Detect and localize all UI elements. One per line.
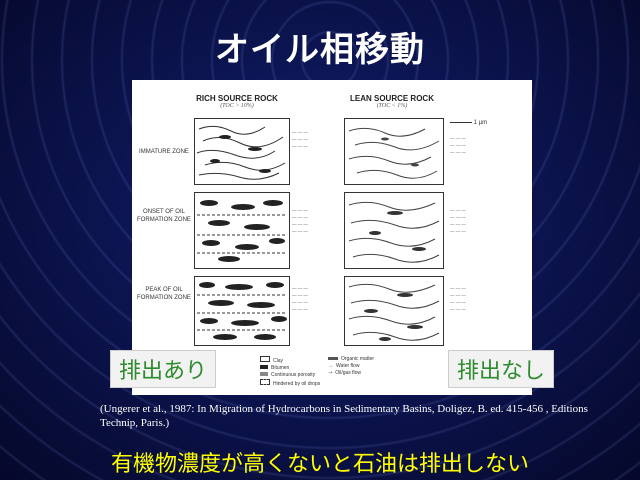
legend-bitumen: Bitumen [260,365,340,372]
legend-label: Bitumen [271,365,290,371]
citation-text: (Ungerer et al., 1987: In Migration of H… [100,403,588,429]
notes-rich-immature: — — —— — —— — — [292,131,308,150]
sketch-rich-immature [196,125,286,180]
legend-oil: ⇢Oil/gas flow [328,370,408,377]
sketch-rich-peak [197,282,287,340]
sketch-rich-onset [197,200,285,262]
legend-swatch [260,356,270,362]
zone-label-onset: ONSET OF OIL FORMATION ZONE [137,209,191,223]
label-expulsion-no: 排出なし [448,350,555,388]
sketch-lean-immature [348,127,440,179]
scale-line [450,121,472,123]
column-subheading-lean: (TOC < 1%) [376,103,408,109]
legend-water: →Water flow [328,363,408,370]
legend-label: Water flow [336,363,360,369]
legend-left: Clay Bitumen Continuous porosity Hindere… [260,356,340,388]
legend-label: Clay [273,358,284,364]
zone-label-peak: PEAK OF OIL FORMATION ZONE [137,287,191,301]
scale-label: 1 µm [473,120,488,126]
legend-swatch [328,357,338,360]
notes-lean-onset: — — —— — —— — —— — — [450,209,466,235]
legend-right: Organic matter →Water flow ⇢Oil/gas flow [328,356,408,377]
panel-lean-onset [344,192,444,269]
column-subheading-rich: (TOC > 10%) [220,103,254,109]
sketch-lean-peak [348,283,440,341]
slide-title: オイル相移動 [215,30,425,70]
panel-lean-peak [344,276,444,346]
legend-organic: Organic matter [328,356,408,363]
legend-label: Organic matter [341,356,375,362]
scale-bar: 1 µm [450,120,490,127]
column-heading-lean: LEAN SOURCE ROCK [349,94,434,103]
notes-rich-peak: — — —— — —— — —— — — [292,287,308,313]
panel-rich-onset [194,192,290,269]
legend-label: Oil/gas flow [335,370,362,376]
panel-lean-immature [344,118,444,185]
notes-lean-immature: — — —— — —— — — [450,137,466,156]
column-heading-rich: RICH SOURCE ROCK [196,94,278,103]
migration-figure: RICH SOURCE ROCK (TOC > 10%) LEAN SOURCE… [132,80,532,395]
sketch-lean-onset [348,201,440,263]
label-expulsion-yes: 排出あり [110,350,217,388]
zone-label-immature: IMMATURE ZONE [139,149,189,155]
legend-porosity: Continuous porosity [260,372,340,379]
panel-rich-immature [194,118,290,185]
legend-swatch [260,372,268,376]
arrow-icon: ⇢ [328,370,333,376]
legend-swatch [260,365,268,369]
notes-lean-peak: — — —— — —— — —— — — [450,287,466,313]
conclusion-text: 有機物濃度が高くないと石油は排出しない [110,452,529,477]
panel-rich-peak [194,276,290,346]
legend-hindered: Hindered by oil drops [260,379,340,388]
notes-rich-onset: — — —— — —— — —— — — [292,209,308,235]
arrow-icon: → [328,363,333,369]
legend-label: Continuous porosity [271,372,316,378]
legend-label: Hindered by oil drops [273,381,321,387]
legend-swatch [260,379,270,385]
legend-clay: Clay [260,356,340,365]
